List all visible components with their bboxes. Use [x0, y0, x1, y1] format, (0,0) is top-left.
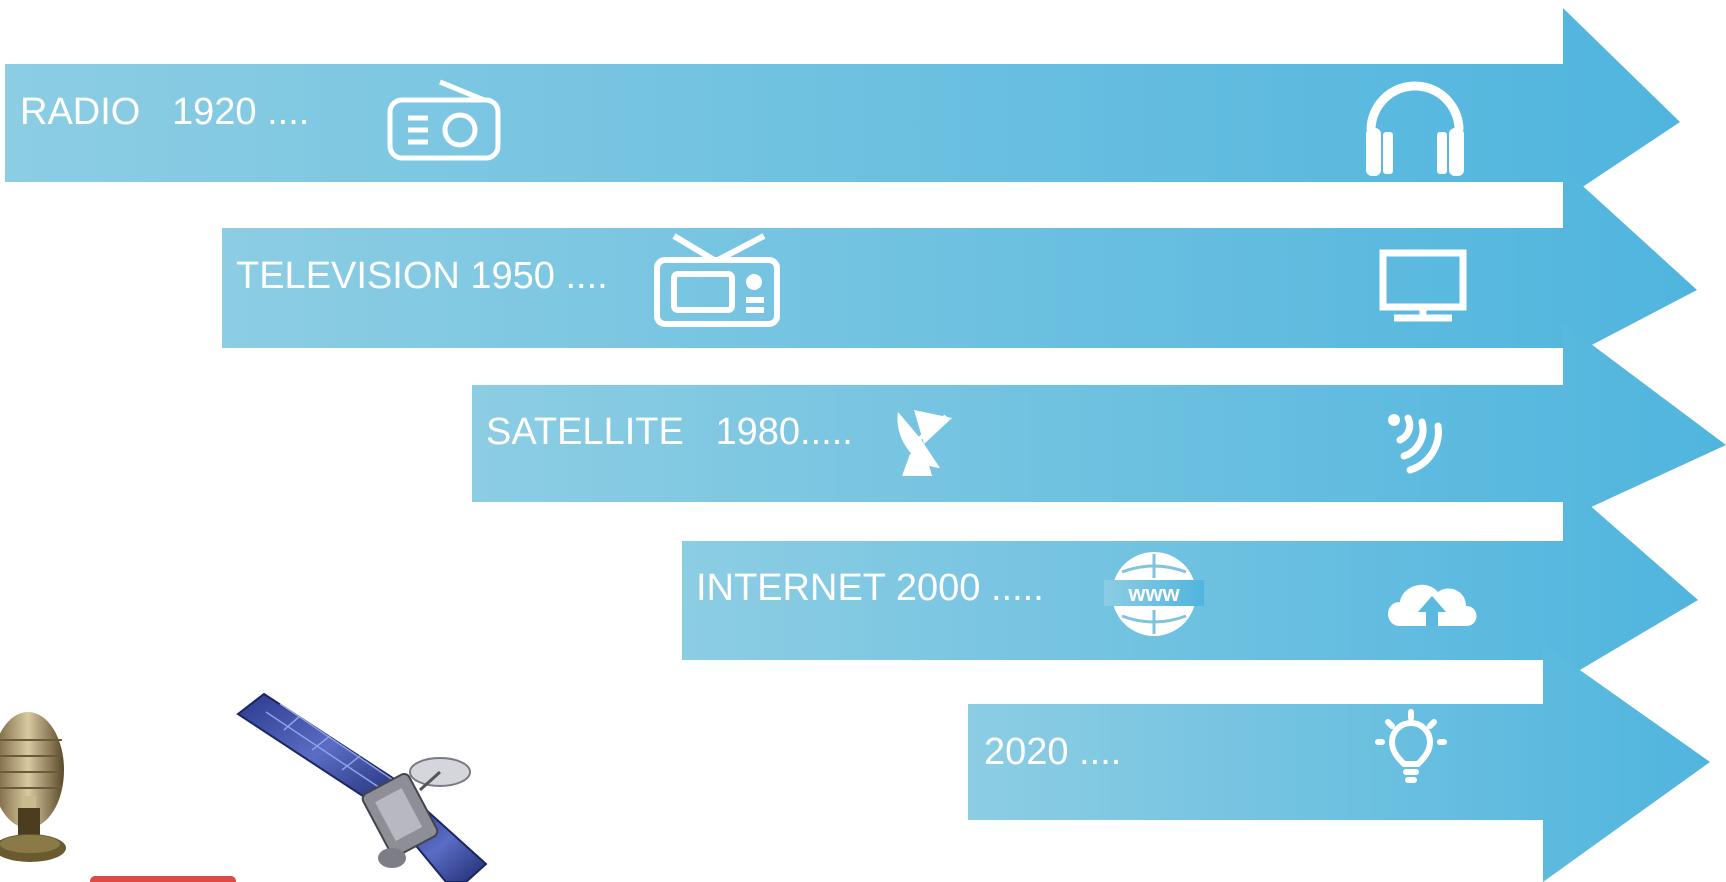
lightbulb-icon [1375, 709, 1447, 783]
cloud-upload-icon [1388, 584, 1477, 626]
arrow-2020 [968, 644, 1710, 882]
timeline-row-2020: 2020 .... [968, 644, 1710, 882]
row-label-internet: INTERNET 2000 ..... [696, 567, 1044, 609]
timeline-row-satellite: SATELLITE 1980..... [472, 323, 1726, 520]
www-globe-icon: www [1104, 552, 1204, 636]
headphones-icon [1366, 81, 1464, 176]
timeline-row-television: TELEVISION 1950 .... [222, 168, 1697, 360]
arrow-television [222, 168, 1697, 360]
radio-icon [387, 79, 501, 161]
row-label-2020: 2020 .... [984, 731, 1121, 773]
monitor-icon [1379, 249, 1467, 322]
satellite-dish-icon [897, 410, 952, 476]
row-label-satellite: SATELLITE 1980..... [486, 411, 853, 453]
timeline-row-internet: INTERNET 2000 ..... www [682, 482, 1698, 680]
television-icon [654, 233, 780, 327]
red-banner-edge [90, 876, 236, 882]
row-label-radio: RADIO 1920 .... [20, 91, 309, 133]
signal-waves-icon [1388, 414, 1442, 474]
arrow-radio [5, 8, 1680, 200]
vintage-microphone-image [0, 712, 66, 862]
timeline-row-radio: RADIO 1920 .... [5, 8, 1680, 200]
row-label-television: TELEVISION 1950 .... [236, 255, 608, 297]
satellite-image [236, 692, 488, 882]
svg-text:www: www [1127, 581, 1180, 606]
